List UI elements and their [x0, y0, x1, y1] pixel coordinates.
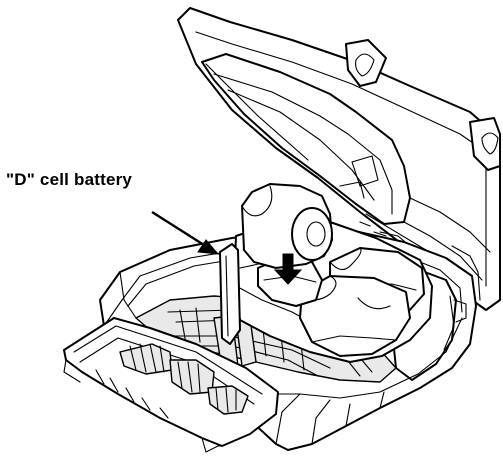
callout-arrow [151, 210, 220, 255]
battery-callout-label: "D" cell battery [6, 170, 133, 189]
front-door [63, 317, 279, 453]
battery-compartment [219, 183, 433, 363]
